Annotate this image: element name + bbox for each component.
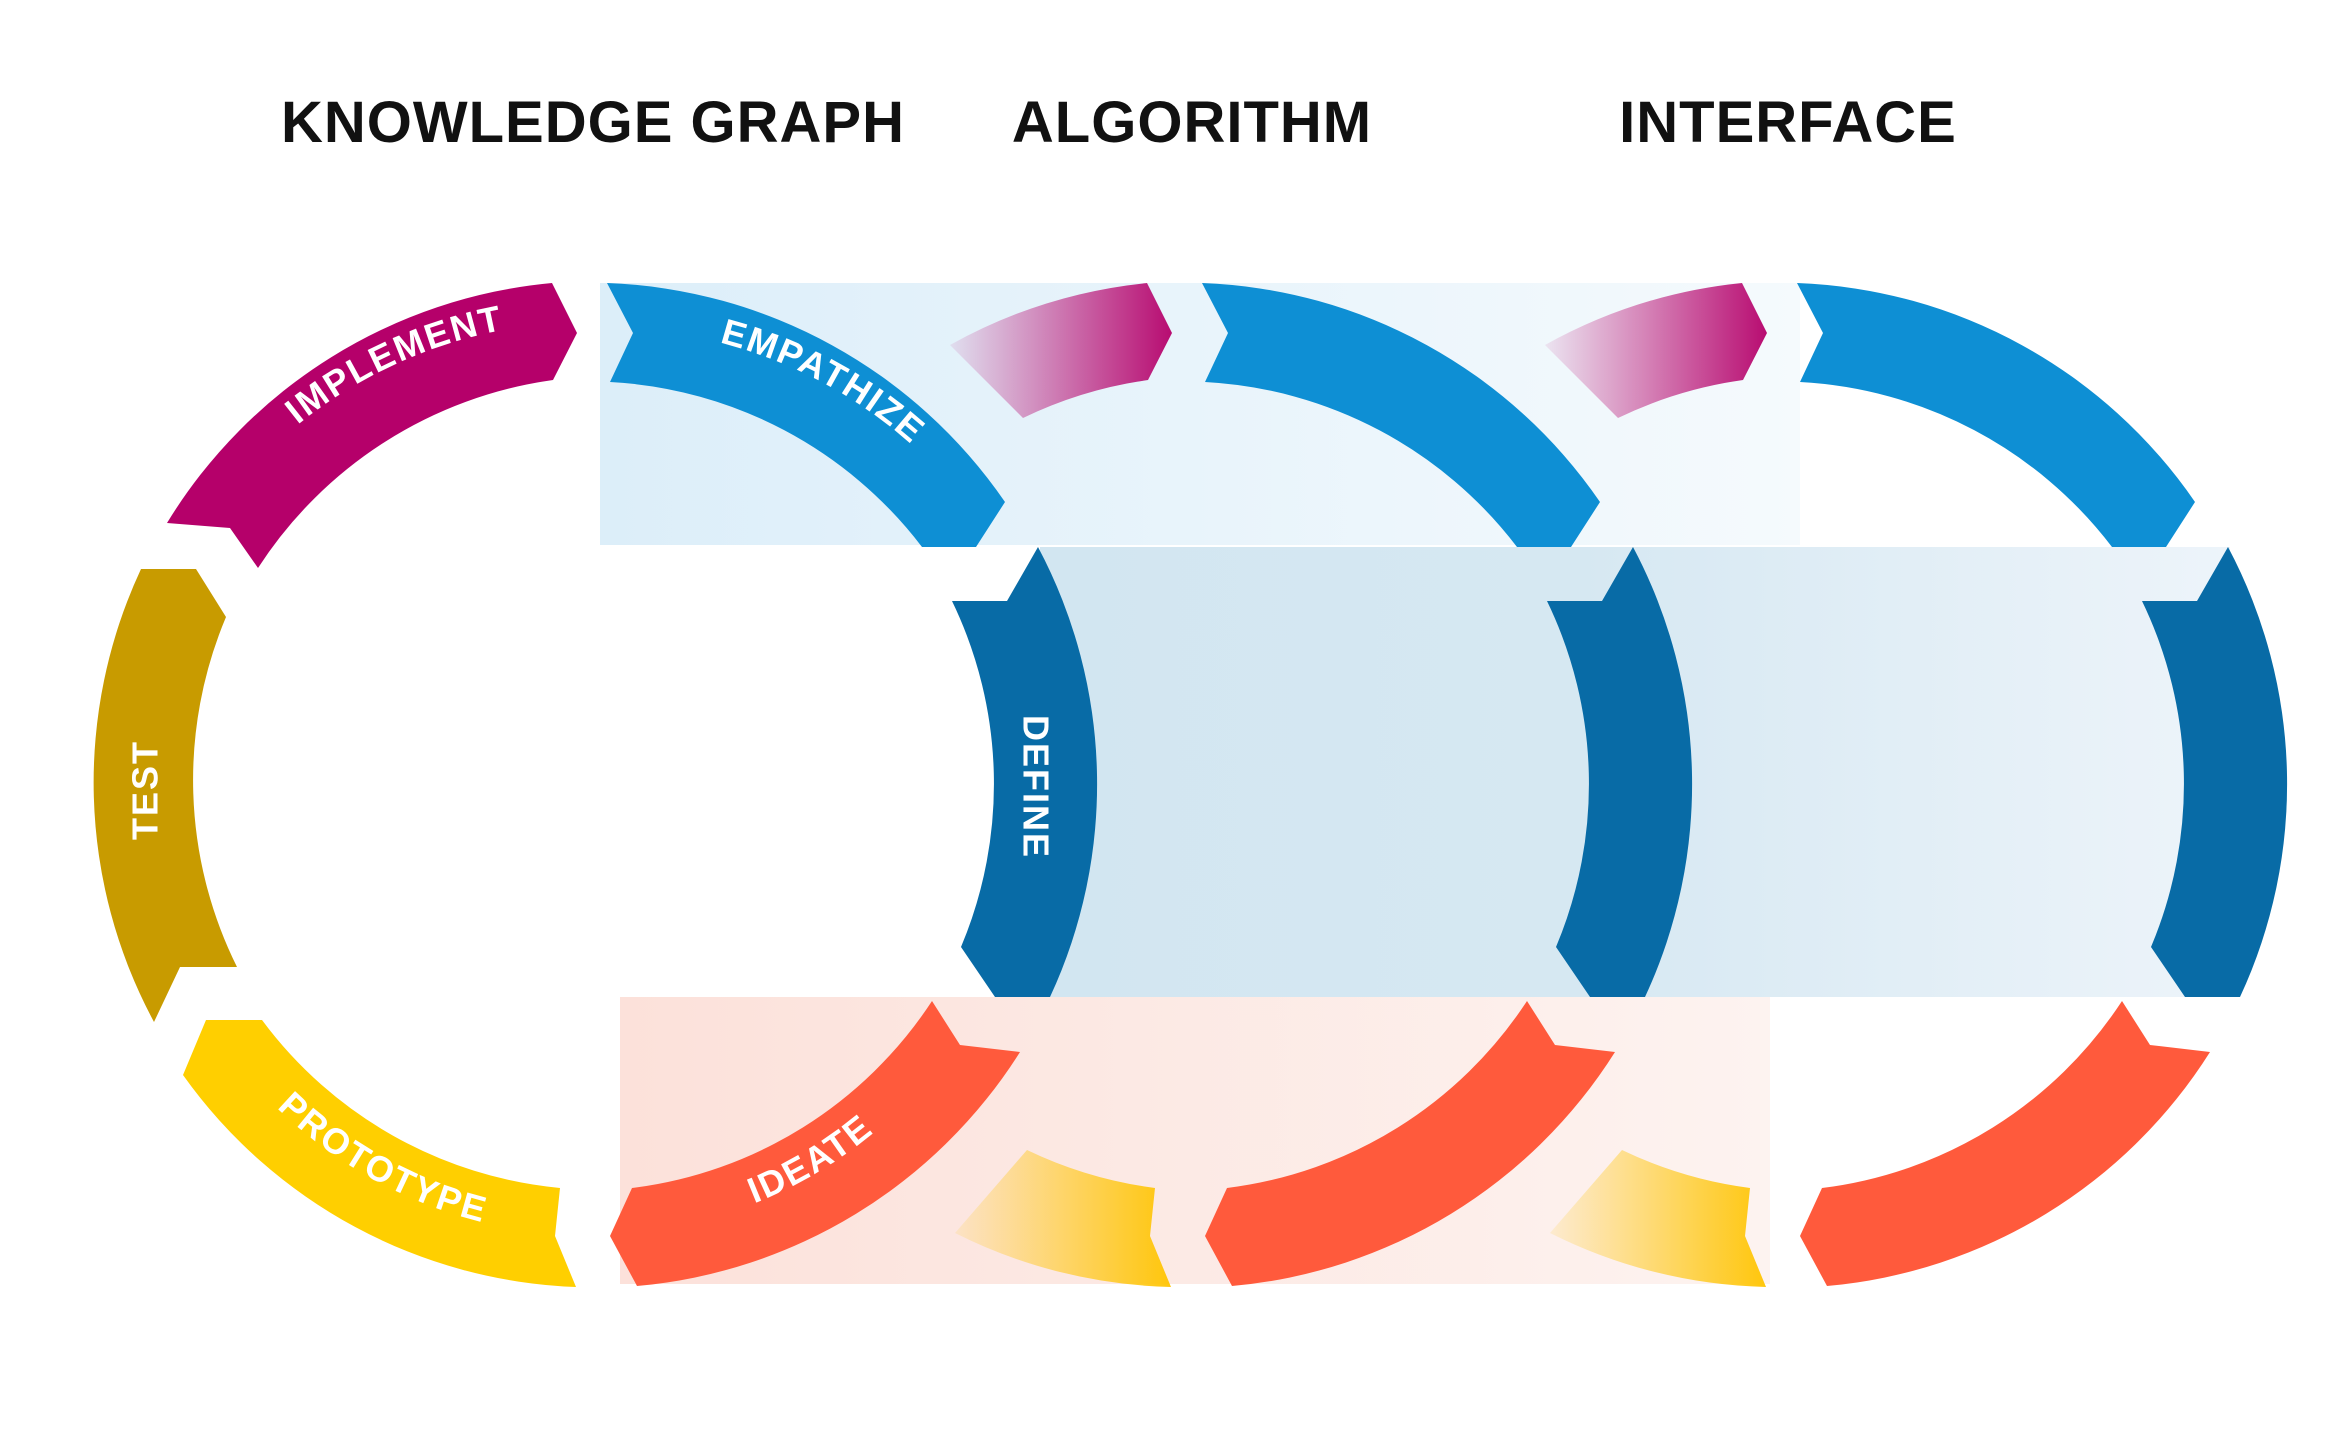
main-cycle <box>93 283 1098 1287</box>
test-label: TEST <box>125 740 166 840</box>
algorithm-cycle <box>950 283 1693 1287</box>
algorithm-ideate-segment <box>1205 1001 1615 1286</box>
ideate-segment <box>610 1001 1020 1286</box>
interface-ideate-segment <box>1800 1001 2210 1286</box>
implement-segment <box>167 283 577 568</box>
interface-cycle <box>1545 283 2288 1287</box>
interface-empathize-segment <box>1797 283 2195 547</box>
interface-prototype-fade <box>1550 1150 1766 1287</box>
prototype-segment <box>183 1020 576 1287</box>
heading-algorithm: ALGORITHM <box>1012 90 1372 155</box>
heading-knowledge-graph: KNOWLEDGE GRAPH <box>281 90 905 155</box>
algorithm-define-segment <box>1547 547 1693 997</box>
test-segment <box>93 569 237 1022</box>
algorithm-empathize-segment <box>1202 283 1600 547</box>
heading-interface: INTERFACE <box>1619 90 1957 155</box>
interface-define-segment <box>2142 547 2288 997</box>
algorithm-implement-fade <box>950 283 1172 418</box>
define-segment <box>952 547 1098 997</box>
interface-implement-fade <box>1545 283 1767 418</box>
define-label: DEFINE <box>1015 715 1056 859</box>
algorithm-prototype-fade <box>955 1150 1171 1287</box>
empathize-segment <box>607 283 1005 547</box>
